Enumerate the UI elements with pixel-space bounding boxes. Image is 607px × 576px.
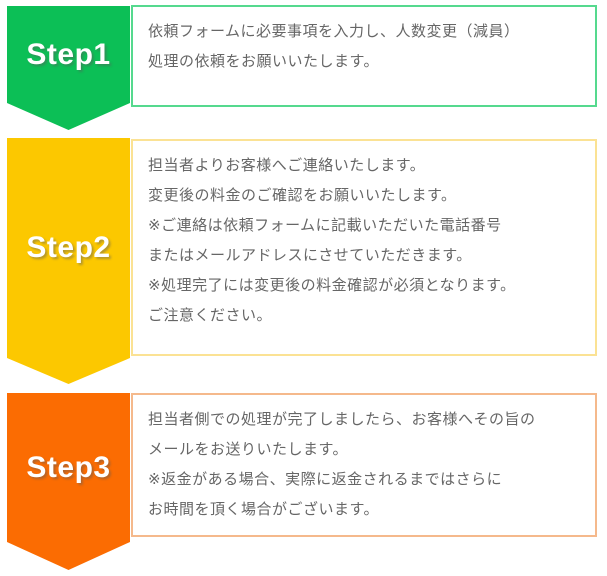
step-3-label-pentagon: Step3: [7, 393, 130, 570]
step-3-description-box: 担当者側での処理が完了しましたら、お客様へその旨の メールをお送りいたします。 …: [131, 393, 597, 537]
step-1-label-pentagon: Step1: [7, 6, 130, 130]
step-2-title: Step2: [26, 231, 111, 264]
step-3-description-text: 担当者側での処理が完了しましたら、お客様へその旨の メールをお送りいたします。 …: [148, 411, 536, 518]
step-1-description-text: 依頼フォームに必要事項を入力し、人数変更（減員） 処理の依頼をお願いいたします。: [148, 23, 520, 70]
step-2-label-pentagon: Step2: [7, 138, 130, 384]
step-2-description-box: 担当者よりお客様へご連絡いたします。 変更後の料金のご確認をお願いいたします。 …: [131, 139, 597, 356]
step-2-description-text: 担当者よりお客様へご連絡いたします。 変更後の料金のご確認をお願いいたします。 …: [148, 157, 516, 324]
step-3-title: Step3: [26, 450, 111, 484]
step-1-label-inner: Step1: [7, 6, 130, 103]
step-1-description-box: 依頼フォームに必要事項を入力し、人数変更（減員） 処理の依頼をお願いいたします。: [131, 5, 597, 107]
step-1-title: Step1: [26, 37, 111, 71]
step-2-label-inner: Step2: [7, 138, 130, 358]
step-3-label-inner: Step3: [7, 393, 130, 542]
